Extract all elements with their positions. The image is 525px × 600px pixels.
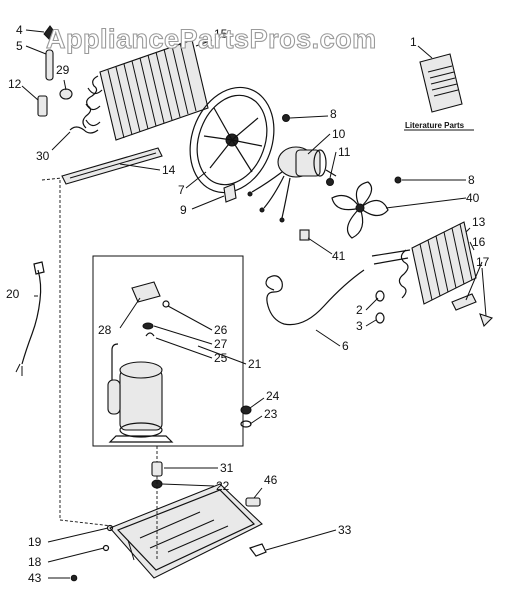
- callout-5: 5: [16, 39, 23, 53]
- part-23-washer[interactable]: [240, 420, 252, 428]
- callout-10: 10: [332, 127, 346, 141]
- callout-25: 25: [214, 351, 228, 365]
- callout-13: 13: [472, 215, 486, 229]
- callout-16: 16: [472, 235, 486, 249]
- part-2-ring[interactable]: [375, 290, 385, 302]
- callout-33: 33: [338, 523, 352, 537]
- callout-26: 26: [214, 323, 228, 337]
- callout-8b: 8: [468, 173, 475, 187]
- condenser-coil[interactable]: [82, 39, 209, 141]
- blower-wheel[interactable]: [176, 76, 288, 205]
- part-8-screw-top[interactable]: [282, 114, 290, 122]
- part-18-screw[interactable]: [102, 544, 110, 552]
- power-cord[interactable]: [15, 261, 45, 376]
- callout-15: 15: [214, 27, 228, 41]
- part-25-clip[interactable]: [145, 332, 155, 337]
- part-46-bracket[interactable]: [245, 497, 261, 507]
- callout-19: 19: [28, 535, 42, 549]
- part-12-valve[interactable]: [37, 95, 48, 117]
- callout-6: 6: [342, 339, 349, 353]
- part-3-ring[interactable]: [375, 312, 385, 324]
- callout-12: 12: [8, 77, 22, 91]
- shroud-strip[interactable]: [61, 147, 163, 185]
- callout-14: 14: [162, 163, 176, 177]
- callout-8a: 8: [330, 107, 337, 121]
- part-16-foam[interactable]: [451, 293, 477, 311]
- callout-29: 29: [56, 63, 70, 77]
- literature-parts-label: Literature Parts: [405, 121, 465, 130]
- callout-9: 9: [180, 203, 187, 217]
- part-43-screw[interactable]: [70, 574, 78, 582]
- callout-18: 18: [28, 555, 42, 569]
- part-24-grommet[interactable]: [240, 405, 252, 415]
- part-31-grommet[interactable]: [151, 461, 163, 477]
- part-41-bracket[interactable]: [299, 229, 310, 241]
- callout-30: 30: [36, 149, 50, 163]
- part-9-clip[interactable]: [223, 183, 237, 203]
- part-4-cap[interactable]: [43, 25, 57, 41]
- part-33-bracket[interactable]: [249, 543, 267, 557]
- literature-booklet[interactable]: [419, 53, 463, 113]
- part-8-screw-right[interactable]: [394, 176, 402, 184]
- part-27-gasket[interactable]: [142, 322, 154, 330]
- callout-20: 20: [6, 287, 20, 301]
- callout-40: 40: [466, 191, 480, 205]
- callout-31: 31: [220, 461, 234, 475]
- fan-motor[interactable]: [247, 146, 337, 223]
- callout-28: 28: [98, 323, 112, 337]
- callout-24: 24: [266, 389, 280, 403]
- watermark: AppliancePartsPros.com: [46, 24, 377, 54]
- callout-7: 7: [178, 183, 185, 197]
- part-30-tube[interactable]: [69, 126, 99, 134]
- callout-27: 27: [214, 337, 228, 351]
- compressor[interactable]: [107, 343, 174, 443]
- callout-4: 4: [16, 23, 23, 37]
- callout-17: 17: [476, 255, 490, 269]
- callout-41: 41: [332, 249, 346, 263]
- part-29-grommet[interactable]: [59, 88, 73, 100]
- fan-blade[interactable]: [331, 181, 389, 239]
- callout-1: 1: [410, 35, 417, 49]
- evaporator-coil[interactable]: [371, 221, 477, 305]
- callout-43: 43: [28, 571, 42, 585]
- capillary-tube[interactable]: [265, 269, 365, 326]
- compressor-assembly-box: [92, 255, 244, 447]
- part-11-nut[interactable]: [326, 178, 334, 186]
- callout-23: 23: [264, 407, 278, 421]
- callout-3: 3: [356, 319, 363, 333]
- part-26-clip[interactable]: [162, 300, 170, 308]
- part-5-filter-drier[interactable]: [45, 49, 54, 81]
- callout-21: 21: [248, 357, 262, 371]
- part-28-terminal-cover[interactable]: [131, 281, 161, 303]
- callout-2: 2: [356, 303, 363, 317]
- callout-22: 22: [216, 479, 230, 493]
- base-pan[interactable]: [109, 483, 263, 579]
- callout-46: 46: [264, 473, 278, 487]
- callout-11: 11: [338, 145, 351, 159]
